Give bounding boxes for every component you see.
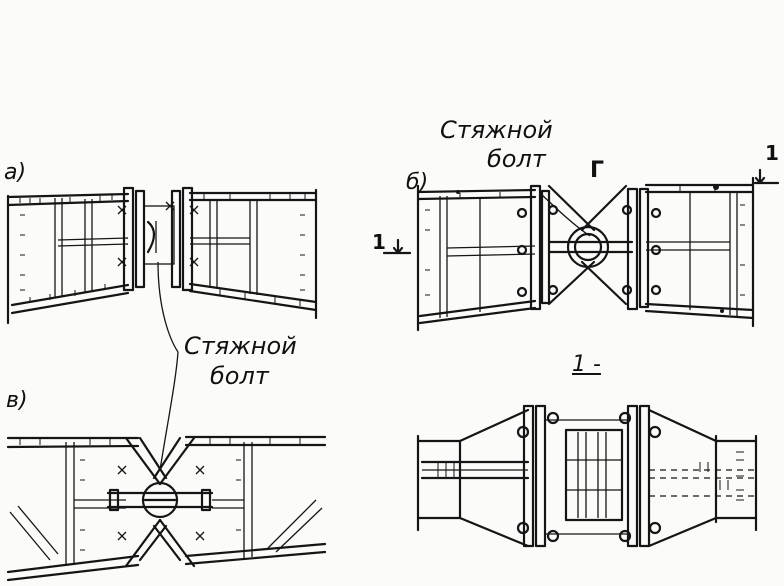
section-title: 1 - xyxy=(572,352,601,377)
view-b-label: б) xyxy=(406,170,429,195)
section-1-1 xyxy=(416,404,758,548)
section-marker-right: 1 xyxy=(765,141,779,165)
bolt-leader-a xyxy=(157,261,179,471)
bolt-label-a-line1: Стяжной xyxy=(184,332,297,360)
view-v-label: в) xyxy=(6,388,28,413)
bolt-label-b-line2: болт xyxy=(487,145,546,173)
node-g-label: Г xyxy=(590,158,605,183)
section-marker-left: 1 xyxy=(372,230,386,254)
view-a-splice xyxy=(6,186,318,325)
bolt-label-b-line1: Стяжной xyxy=(440,116,553,144)
view-a-label: а) xyxy=(4,160,27,185)
view-v-splice xyxy=(6,435,327,582)
view-b-splice xyxy=(382,168,780,332)
bolt-label-a-line2: болт xyxy=(210,362,269,390)
